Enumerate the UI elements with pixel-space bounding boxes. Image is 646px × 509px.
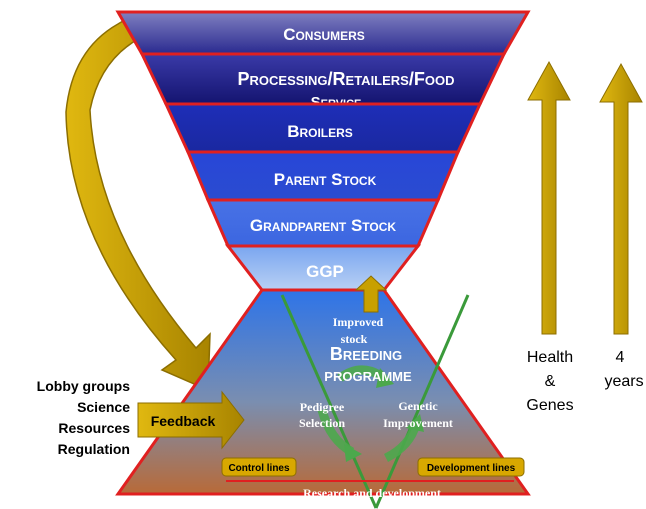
green-v-left bbox=[280, 294, 378, 509]
cycle-arrowhead-left bbox=[344, 444, 362, 462]
tier-processing-label-line1: Processing/Retailers/Food bbox=[238, 69, 455, 89]
cycle-arrowhead-top bbox=[376, 368, 394, 388]
feedback-arrow bbox=[137, 390, 245, 450]
development-lines-label: Development lines bbox=[427, 463, 516, 474]
tier-broilers-label: Broilers bbox=[287, 122, 353, 141]
control-lines-label: Control lines bbox=[228, 463, 290, 474]
health-genes-arrow bbox=[527, 60, 571, 335]
research-development-label: Research and development bbox=[303, 486, 441, 500]
pedigree-selection-label-line2: Selection bbox=[299, 416, 345, 430]
control-lines-tag bbox=[221, 457, 297, 477]
improved-stock-label-line2: stock bbox=[341, 332, 368, 346]
genetic-improvement-label-line2: Improvement bbox=[383, 416, 453, 430]
development-lines-tag bbox=[417, 457, 525, 477]
feedback-label: Feedback bbox=[151, 413, 216, 429]
genetic-improvement-label-line1: Genetic bbox=[398, 399, 438, 413]
feedback-curve-arrow bbox=[65, 16, 211, 392]
years-label-line2: years bbox=[604, 373, 643, 390]
health-label-line1: Health bbox=[527, 349, 573, 366]
input-resources: Resources bbox=[58, 420, 130, 436]
green-v-right bbox=[374, 294, 470, 509]
improved-stock-arrow bbox=[354, 275, 388, 313]
improved-stock-label-line1: Improved bbox=[333, 315, 384, 329]
cycle-arrowhead-bottom bbox=[406, 414, 424, 432]
tier-ggp-label: GGP bbox=[306, 262, 344, 281]
health-label-line2: & bbox=[545, 373, 556, 390]
input-regulation: Regulation bbox=[58, 441, 130, 457]
tier-consumers-label: Consumers bbox=[283, 25, 365, 44]
four-years-arrow bbox=[599, 62, 643, 335]
input-science: Science bbox=[77, 399, 130, 415]
pedigree-selection-label-line1: Pedigree bbox=[300, 400, 345, 414]
input-lobby-groups: Lobby groups bbox=[37, 378, 131, 394]
tier-parent-stock-label: Parent Stock bbox=[274, 170, 377, 189]
tier-grandparent-stock-label: Grandparent Stock bbox=[250, 216, 397, 235]
health-label-line3: Genes bbox=[526, 397, 573, 414]
breeding-programme-title-line2: programme bbox=[324, 365, 412, 385]
years-label-line1: 4 bbox=[616, 349, 625, 366]
breeding-programme-title-line1: Breeding bbox=[330, 344, 402, 364]
